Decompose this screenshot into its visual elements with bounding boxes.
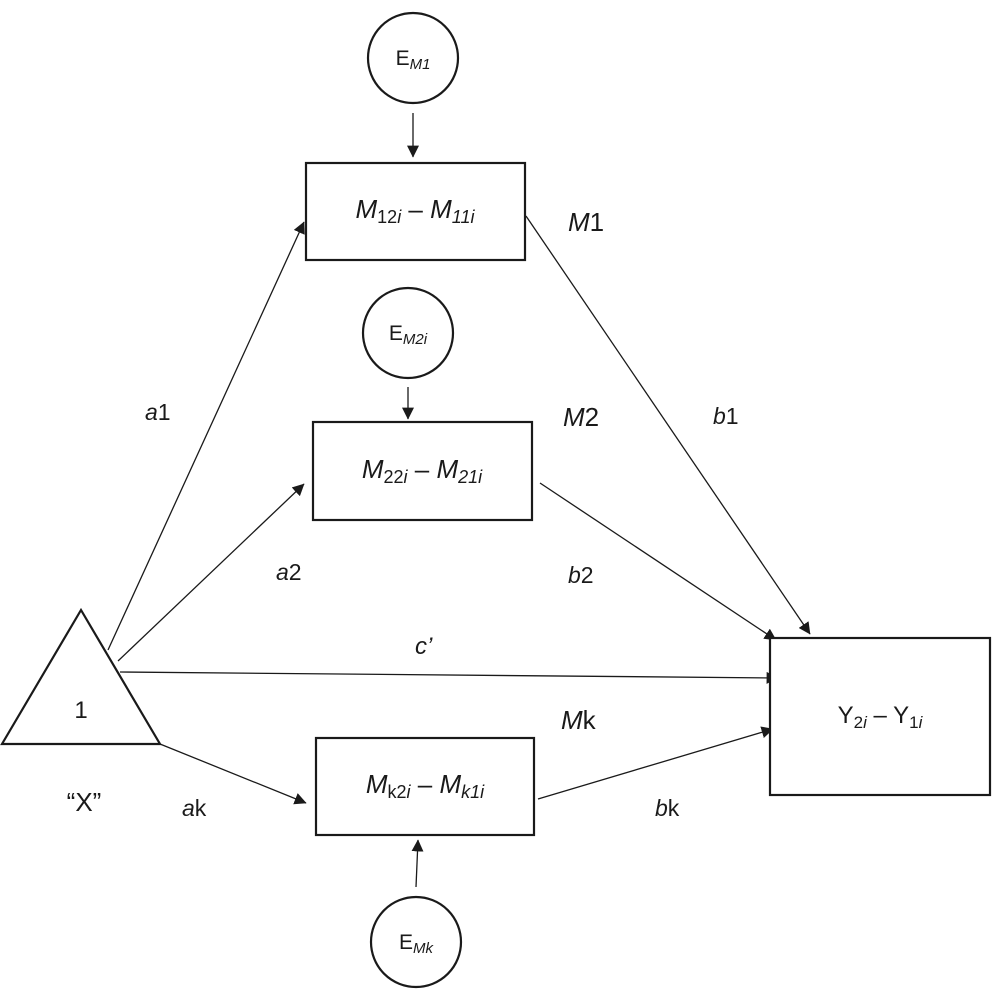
path-label-a2: a2 [276, 559, 302, 585]
mediator-box-mk: Mk2i – Mk1i [314, 736, 536, 837]
mediator-box-m1: M12i – M11i [304, 161, 527, 262]
mediator-name-mk: Mk [561, 705, 597, 735]
arrow-a1 [107, 221, 305, 651]
mediator-box-m2: M22i – M21i [311, 420, 534, 522]
svg-text:EMk: EMk [399, 931, 435, 957]
path-label-b1: b1 [713, 403, 739, 429]
arrow-e-mk-to-mk [411, 839, 424, 888]
error-subscript: M1 [410, 56, 431, 73]
constant-label: 1 [74, 697, 87, 724]
svg-text:Mk2i – Mk1i: Mk2i – Mk1i [366, 769, 485, 802]
path-label-ak: ak [182, 795, 207, 821]
arrow-bk [537, 726, 774, 800]
error-label: E [389, 322, 403, 345]
constant-triangle: 1 [0, 607, 162, 746]
svg-text:Y2i – Y1i: Y2i – Y1i [838, 702, 924, 732]
path-label-a1: a1 [145, 399, 171, 425]
svg-text:EM2i: EM2i [389, 322, 428, 348]
error-label: E [396, 47, 410, 70]
arrow-a2 [117, 483, 305, 662]
path-label-b2: b2 [568, 562, 594, 588]
arrow-ak [159, 743, 307, 805]
arrow-c-prime [119, 671, 779, 684]
arrow-b2 [539, 482, 777, 641]
error-node-m1: EM1 [366, 11, 460, 105]
mediator-name-m2: M2 [563, 402, 599, 432]
outcome-box-y: Y2i – Y1i [768, 636, 992, 797]
mediator-name-m1: M1 [568, 207, 604, 237]
svg-text:M22i – M21i: M22i – M21i [362, 454, 483, 487]
error-subscript: Mk [413, 940, 434, 957]
error-subscript: M2i [403, 331, 428, 348]
error-node-m2: EM2i [361, 286, 455, 380]
svg-text:EM1: EM1 [396, 47, 431, 73]
svg-text:M12i – M11i: M12i – M11i [356, 194, 476, 227]
path-label-bk: bk [655, 795, 680, 821]
error-label: E [399, 931, 413, 954]
error-node-mk: EMk [369, 895, 463, 989]
path-label-c-prime: c’ [415, 633, 433, 660]
arrow-b1 [525, 215, 811, 635]
x-caption: “X” [67, 787, 102, 817]
